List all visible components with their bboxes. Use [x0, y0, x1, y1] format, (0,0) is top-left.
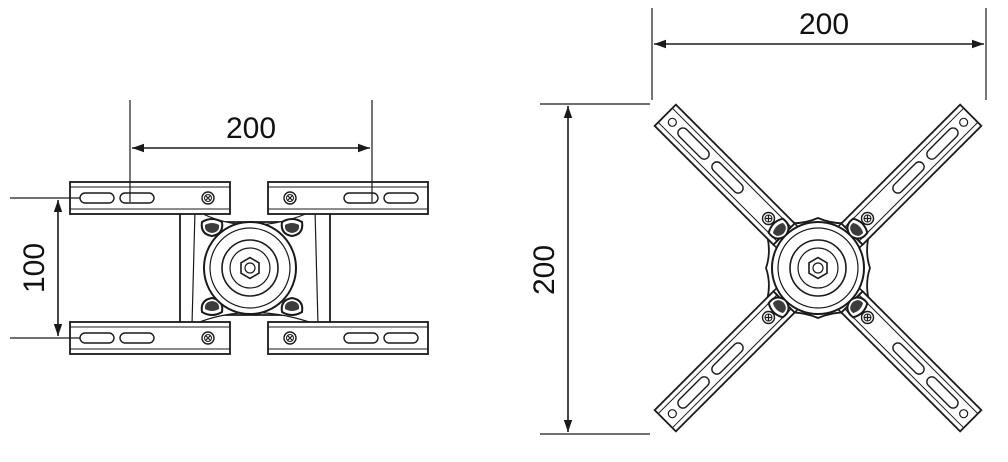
- bracket-arm-bottom-right: [268, 322, 428, 354]
- center-hub-right: [771, 221, 865, 315]
- bracket-arm-top-left: [70, 182, 230, 214]
- left-width-label: 200: [226, 112, 276, 145]
- right-height-label: 200: [528, 245, 561, 295]
- left-height-label: 100: [18, 243, 51, 293]
- bracket-arm-top-right: [268, 182, 428, 214]
- right-mount-view: 200 200: [528, 8, 987, 435]
- left-mount-view: 200 100: [10, 100, 428, 354]
- bracket-arm-bottom-left: [70, 322, 230, 354]
- right-width-label: 200: [799, 8, 849, 41]
- center-hub: [203, 221, 297, 315]
